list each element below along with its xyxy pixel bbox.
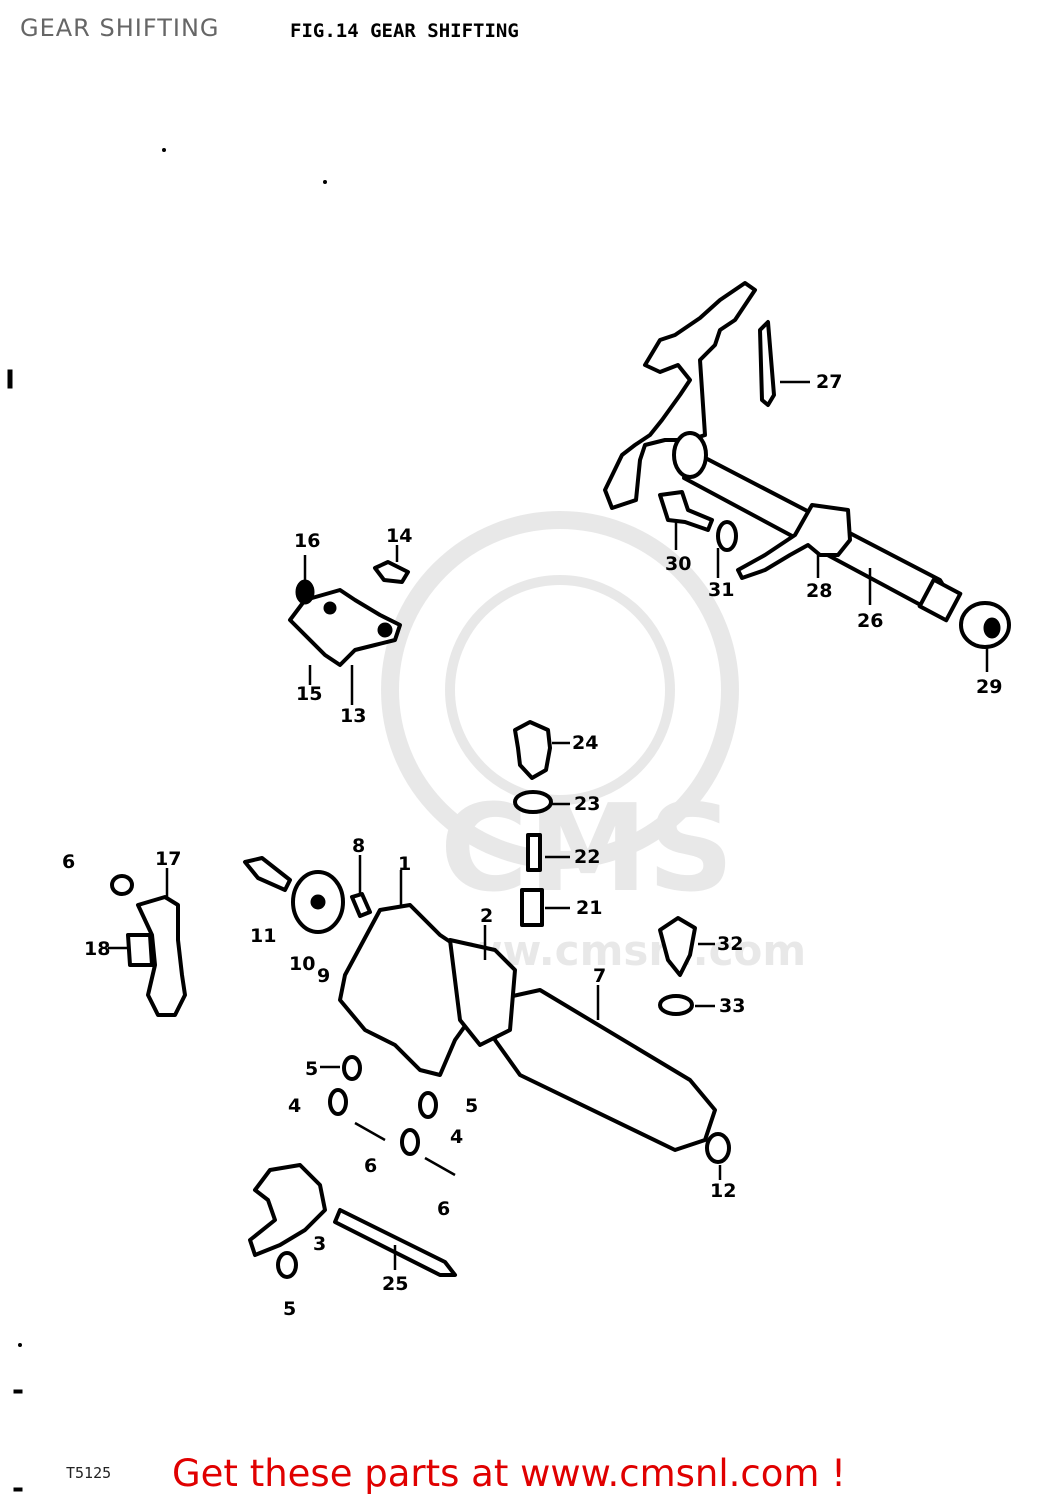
- callout-24: 24: [572, 732, 598, 754]
- callout-6b: 6: [364, 1155, 377, 1177]
- callout-22: 22: [574, 846, 600, 868]
- diagram-code: T5125: [66, 1464, 112, 1482]
- cam-stopper-part: [136, 895, 187, 1017]
- callout-15: 15: [296, 683, 322, 705]
- callout-6a: 6: [62, 851, 75, 873]
- shift-cam-7-part: [493, 988, 717, 1152]
- callout-28: 28: [806, 580, 832, 602]
- callout-5a: 5: [305, 1058, 318, 1080]
- switch-32-part: [658, 916, 697, 977]
- callout-12: 12: [710, 1180, 736, 1202]
- callout-10: 10: [289, 953, 315, 975]
- callout-5b: 5: [465, 1095, 478, 1117]
- callout-4a: 4: [288, 1095, 301, 1117]
- callout-5c: 5: [283, 1298, 296, 1320]
- shift-fork-1-part: [338, 903, 482, 1077]
- washer-23-part: [513, 790, 553, 814]
- spring-27-part: [758, 320, 776, 407]
- callout-9: 9: [317, 965, 330, 987]
- callout-27: 27: [816, 371, 842, 393]
- plug-24-part: [513, 720, 552, 780]
- gear-shift-cam-group: [243, 856, 731, 1279]
- callout-17: 17: [155, 848, 181, 870]
- shaft-25-part: [333, 1208, 457, 1277]
- shift-shaft-fork-part: [736, 503, 852, 580]
- leader-lines: [108, 380, 989, 1270]
- callout-2: 2: [480, 905, 493, 927]
- callout-18: 18: [84, 938, 110, 960]
- shift-arm-part: [603, 281, 757, 510]
- stopper-plate-group: [288, 560, 410, 667]
- bolt-30-part: [658, 490, 714, 532]
- callout-23: 23: [574, 793, 600, 815]
- callout-4b: 4: [450, 1126, 463, 1148]
- cam-stopper-group: [110, 874, 187, 1017]
- callout-33: 33: [719, 995, 745, 1017]
- callout-1: 1: [398, 853, 411, 875]
- shift-shaft-assembly: [603, 281, 1011, 649]
- shaft-spline-part: [917, 577, 963, 623]
- callout-26: 26: [857, 610, 883, 632]
- watermark-text: CMS: [440, 780, 734, 919]
- callout-11: 11: [250, 925, 276, 947]
- scan-marks: [7, 148, 327, 1492]
- nut-16-part: [295, 579, 315, 605]
- callout-30: 30: [665, 553, 691, 575]
- callout-labels: 1 2 3 4 4 5 5 5 6 6 6 7 8 9 10 11 12 13 …: [62, 371, 1002, 1320]
- callout-7: 7: [593, 965, 606, 987]
- callout-16: 16: [294, 530, 320, 552]
- callout-21: 21: [576, 897, 602, 919]
- promo-link[interactable]: Get these parts at www.cmsnl.com !: [172, 1452, 847, 1495]
- callout-8: 8: [352, 835, 365, 857]
- neutral-switch-stack: [513, 720, 697, 1016]
- figure-caption: FIG.14 GEAR SHIFTING: [290, 20, 519, 42]
- shift-fork-2-part: [448, 938, 517, 1047]
- washer-31-part: [716, 520, 738, 552]
- spring-18-part: [126, 933, 154, 967]
- callout-14: 14: [386, 525, 412, 547]
- washer-33-part: [658, 994, 694, 1016]
- callout-29: 29: [976, 676, 1002, 698]
- bolt-14-part: [373, 560, 410, 584]
- callout-31: 31: [708, 579, 734, 601]
- screw-11-part: [243, 856, 292, 892]
- callout-32: 32: [717, 933, 743, 955]
- pin-21-part: [520, 888, 544, 927]
- callout-13: 13: [340, 705, 366, 727]
- shift-fork-3-part: [248, 1163, 327, 1257]
- callout-25: 25: [382, 1273, 408, 1295]
- pin-8-part: [350, 892, 372, 918]
- stopper-plate-part: [288, 588, 402, 667]
- callout-3: 3: [313, 1233, 326, 1255]
- page-title: GEAR SHIFTING: [20, 14, 220, 42]
- callout-6c: 6: [437, 1198, 450, 1220]
- spring-22-part: [526, 833, 542, 872]
- cam-end-12-part: [705, 1132, 731, 1164]
